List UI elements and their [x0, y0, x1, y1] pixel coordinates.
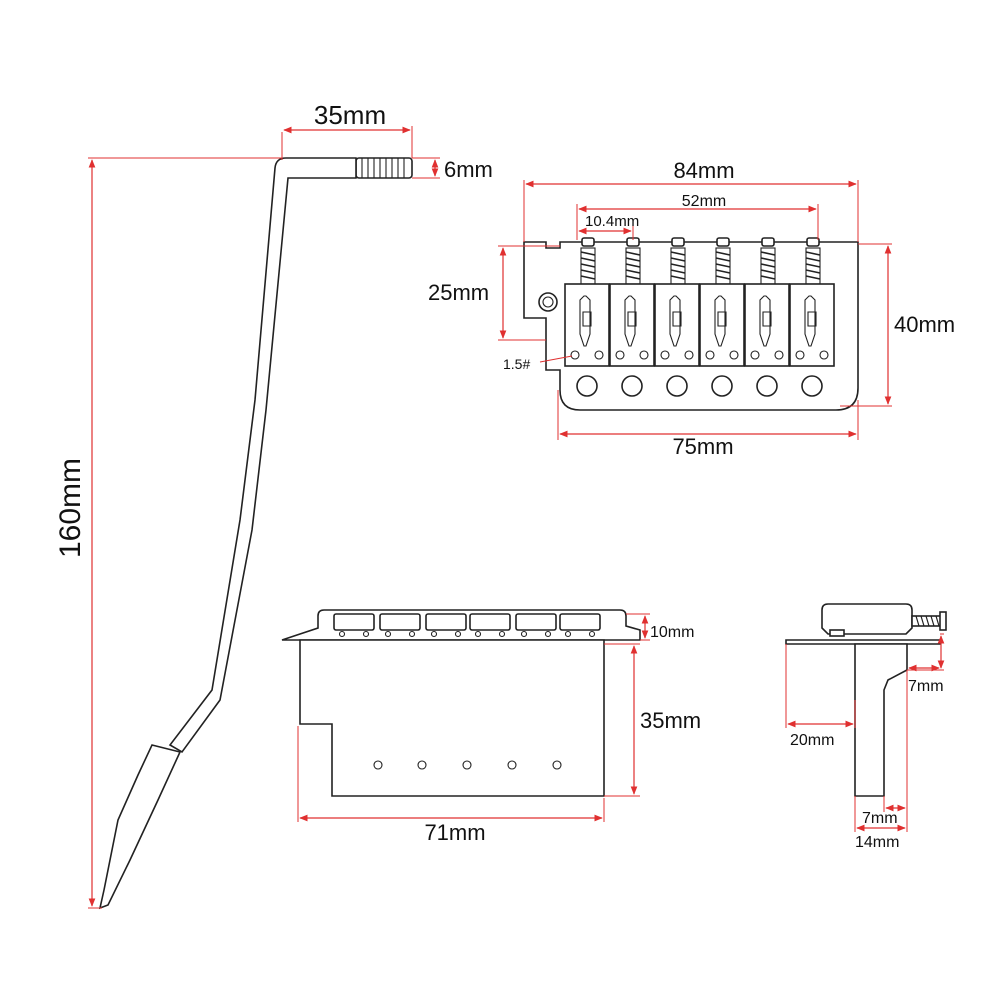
arm-width-dim: 35mm [281, 100, 413, 160]
profile-top-label: 7mm [908, 678, 944, 695]
side-saddle-height-label: 10mm [650, 624, 694, 641]
string-pitch-dim: 10.4mm [578, 213, 639, 240]
profile-bottom-dim: 7mm [854, 670, 908, 832]
string-pitch-label: 10.4mm [585, 213, 639, 230]
block-width-label: 71mm [424, 820, 485, 845]
arm-length-label: 160mm [54, 458, 87, 558]
profile-block [854, 643, 908, 797]
block-plate-width-label: 75mm [672, 434, 733, 459]
block-plate-width-dim: 75mm [557, 390, 859, 459]
bridge-top-view [523, 237, 859, 411]
sustain-block [299, 639, 605, 797]
mount-screw-hole [538, 292, 558, 312]
intonation-screw [911, 611, 947, 631]
profile-bottom-label: 7mm [862, 810, 898, 827]
string-spacing-dim: 52mm [576, 193, 819, 240]
saddles [564, 237, 835, 367]
block-holes [373, 760, 562, 770]
block-height-dim: 35mm [604, 643, 701, 797]
block-width-dim: 71mm [297, 726, 605, 845]
profile-view [785, 603, 947, 797]
profile-top-dim: 7mm [907, 633, 945, 695]
thread-width-label: 6mm [444, 157, 493, 182]
profile-width-label: 14mm [855, 834, 899, 851]
thread-width-dim: 6mm [412, 157, 493, 182]
block-height-label: 35mm [640, 708, 701, 733]
side-saddle-height-dim: 10mm [626, 613, 694, 641]
bridge-side-view [281, 609, 641, 797]
bridge-depth-dim: 40mm [840, 243, 955, 407]
arm-width-label: 35mm [314, 100, 386, 130]
bridge-depth-label: 40mm [894, 312, 955, 337]
saddle-height-dim: 25mm [428, 245, 560, 341]
string-through-holes [576, 375, 823, 397]
side-saddles [333, 613, 601, 631]
bridge-width-label: 84mm [673, 158, 734, 183]
profile-depth-dim: 20mm [785, 644, 856, 749]
string-spacing-label: 52mm [682, 193, 726, 210]
bridge-width-dim: 84mm [523, 158, 859, 242]
arm-tip [98, 744, 182, 910]
profile-depth-label: 20mm [790, 732, 834, 749]
profile-width-dim: 14mm [855, 824, 906, 851]
wrench-size-callout: 1.5# [503, 355, 573, 372]
saddle-height-label: 25mm [428, 280, 489, 305]
arm-length-dim: 160mm [54, 157, 282, 909]
wrench-size-label: 1.5# [503, 356, 530, 372]
arm-thread [355, 157, 413, 179]
